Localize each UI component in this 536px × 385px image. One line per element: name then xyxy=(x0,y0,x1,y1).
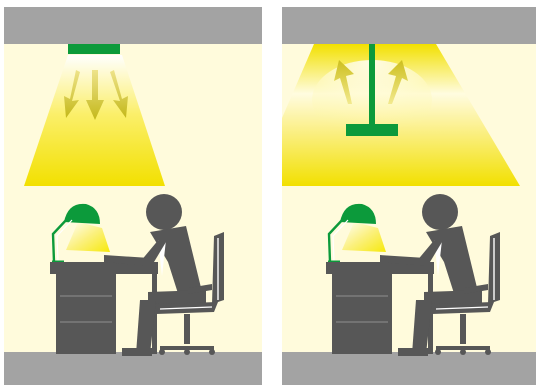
ceiling xyxy=(282,7,536,44)
panel-downlight xyxy=(4,7,262,385)
floor xyxy=(4,352,262,385)
ceiling xyxy=(4,7,262,44)
ceiling-downlight-icon xyxy=(68,44,120,54)
panel-uplight xyxy=(282,7,536,385)
floor xyxy=(282,352,536,385)
